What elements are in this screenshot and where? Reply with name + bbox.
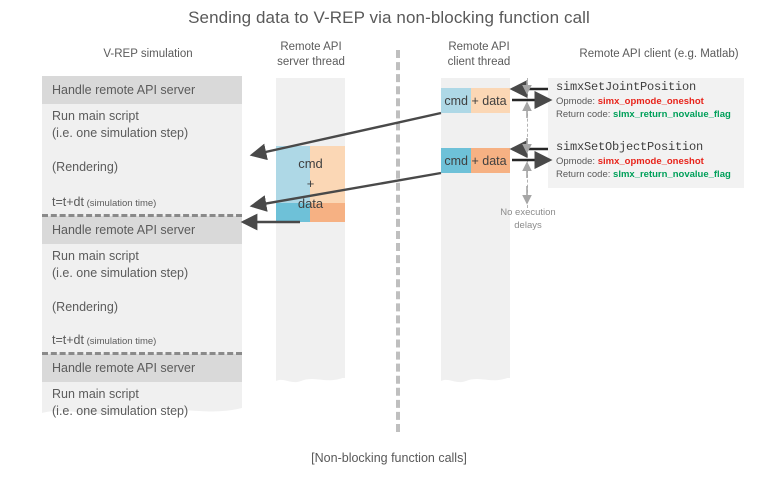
simulation-step-row: Handle remote API server <box>42 76 242 104</box>
simulation-step-row: t=t+dt (simulation time) <box>42 190 242 214</box>
simulation-step-row: (Rendering) <box>42 296 242 318</box>
server-packet-data-dark <box>310 203 345 222</box>
column-header-client-thread-line2: client thread <box>447 56 511 68</box>
api-call-1-name: simxSetJointPosition <box>556 80 697 94</box>
api-call-1-return: Return code: slmx_return_novalue_flag <box>556 108 744 121</box>
simulation-step-label: Run main script <box>52 109 139 123</box>
column-header-simulation-label: V-REP simulation <box>103 48 193 60</box>
simulation-step-label: t=t+dt (simulation time) <box>52 333 157 347</box>
simulation-step-row: (Rendering) <box>42 156 242 178</box>
api-call-1-return-value: slmx_return_novalue_flag <box>613 109 731 120</box>
simulation-step-divider <box>42 352 242 355</box>
simulation-step-row: Run main script (i.e. one simulation step… <box>42 246 242 284</box>
column-header-simulation: V-REP simulation <box>38 47 258 62</box>
simulation-step-label: (Rendering) <box>52 160 119 174</box>
client-timeline-dashed-line <box>527 78 528 208</box>
column-header-client-app-label: Remote API client (e.g. Matlab) <box>579 48 739 60</box>
simulation-step-row: Handle remote API server <box>42 216 242 244</box>
simulation-step-label: Run main script <box>52 249 139 263</box>
api-call-2-opmode-value: simx_opmode_oneshot <box>597 156 704 167</box>
column-header-server-thread-line2: server thread <box>277 56 345 68</box>
api-call-1-opmode: Opmode: simx_opmode_oneshot <box>556 95 744 108</box>
column-header-client-thread-line1: Remote API <box>448 41 510 53</box>
simulation-step-label: Handle remote API server <box>52 361 196 375</box>
page-title: Sending data to V-REP via non-blocking f… <box>188 8 590 27</box>
no-execution-delays-line1: No execution <box>500 207 556 218</box>
api-call-1-opmode-label: Opmode: <box>556 96 596 107</box>
server-packet-block: cmd + data <box>276 146 345 222</box>
simulation-step-label: t=t+dt (simulation time) <box>52 195 157 209</box>
api-call-2-return-value: slmx_return_novalue_flag <box>613 169 731 180</box>
server-packet-label: cmd + data <box>276 146 345 222</box>
simulation-step-sublabel: (i.e. one simulation step) <box>52 126 189 140</box>
column-header-client-app: Remote API client (e.g. Matlab) <box>540 47 778 62</box>
simulation-step-note: (simulation time) <box>83 198 157 209</box>
figure-caption: [Non-blocking function calls] <box>311 451 467 465</box>
network-boundary-divider <box>396 50 400 432</box>
client-packet-2-cmd-segment <box>441 148 471 173</box>
simulation-step-row: Run main script (i.e. one simulation step… <box>42 106 242 144</box>
api-call-2-opmode-label: Opmode: <box>556 156 596 167</box>
column-header-server-thread: Remote API server thread <box>252 40 370 70</box>
server-packet-plus-label: + <box>306 176 315 191</box>
client-app-column-background <box>548 78 744 188</box>
client-packet-block-2: cmd + data <box>441 148 510 173</box>
column-header-client-thread: Remote API client thread <box>420 40 538 70</box>
client-packet-1-cmd-segment <box>441 88 471 113</box>
simulation-step-label: Handle remote API server <box>52 83 196 97</box>
api-call-2-return: Return code: slmx_return_novalue_flag <box>556 168 744 181</box>
api-call-2-name: simxSetObjectPosition <box>556 140 704 154</box>
simulation-step-label: Handle remote API server <box>52 223 196 237</box>
api-call-1-opmode-value: simx_opmode_oneshot <box>597 96 704 107</box>
simulation-step-row: t=t+dt (simulation time) <box>42 328 242 352</box>
no-execution-delays-line2: delays <box>514 220 542 231</box>
simulation-step-row: Handle remote API server <box>42 354 242 382</box>
simulation-step-note: (simulation time) <box>83 336 157 347</box>
api-call-block-2: simxSetObjectPosition Opmode: simx_opmod… <box>556 140 744 181</box>
server-thread-column-torn-edge <box>276 372 345 383</box>
api-call-2-opmode: Opmode: simx_opmode_oneshot <box>556 155 744 168</box>
api-call-block-1: simxSetJointPosition Opmode: simx_opmode… <box>556 80 744 121</box>
client-thread-column-torn-edge <box>441 372 510 383</box>
client-packet-2-data-segment <box>471 148 510 173</box>
api-call-2-return-label: Return code: <box>556 169 611 180</box>
client-packet-1-data-segment <box>471 88 510 113</box>
api-call-1-return-label: Return code: <box>556 109 611 120</box>
simulation-step-row: Run main script (i.e. one simulation step… <box>42 384 242 422</box>
simulation-column-torn-edge <box>42 400 242 415</box>
simulation-step-sublabel: (i.e. one simulation step) <box>52 404 189 418</box>
server-packet-cmd-label: cmd <box>298 156 323 171</box>
no-execution-delays-annotation: No execution delays <box>478 206 578 232</box>
simulation-step-label: (Rendering) <box>52 300 119 314</box>
simulation-step-sublabel: (i.e. one simulation step) <box>52 266 189 280</box>
client-packet-block-1: cmd + data <box>441 88 510 113</box>
simulation-step-label: Run main script <box>52 387 139 401</box>
server-thread-column-background <box>276 78 345 378</box>
client-thread-column-background <box>441 78 510 378</box>
simulation-step-divider <box>42 214 242 217</box>
server-packet-cmd-dark <box>276 203 310 222</box>
server-packet-data-label: data <box>297 196 324 211</box>
column-header-server-thread-line1: Remote API <box>280 41 342 53</box>
